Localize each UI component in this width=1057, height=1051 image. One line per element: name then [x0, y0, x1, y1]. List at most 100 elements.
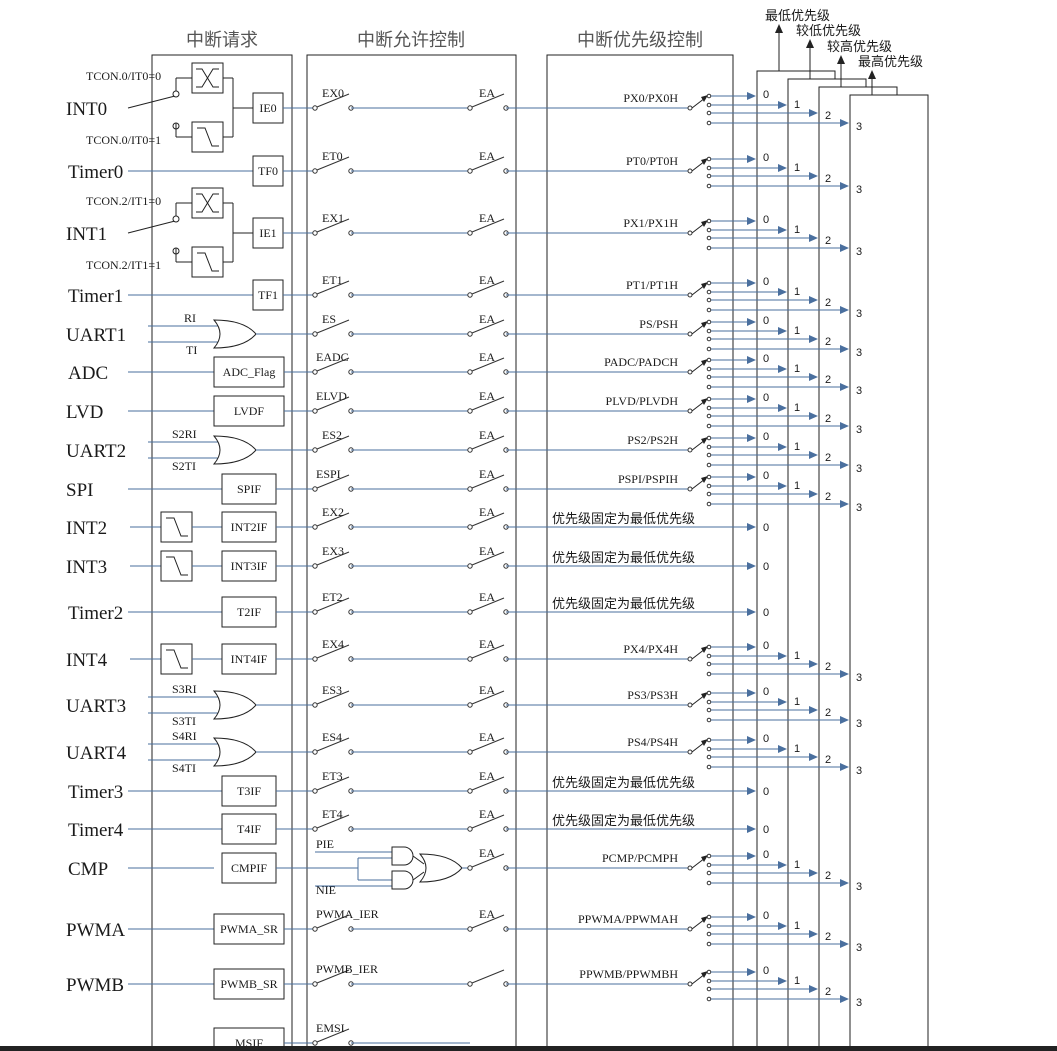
flag-label: PWMB_SR: [220, 977, 277, 991]
arrow-head-icon: [809, 373, 818, 381]
fixed-priority-text: 优先级固定为最低优先级: [552, 597, 695, 612]
priority-level-label: 较低优先级: [796, 24, 861, 39]
arrow-head-icon: [778, 977, 787, 985]
arrow-head-icon: [747, 852, 756, 860]
level-number: 1: [794, 363, 800, 375]
enable-bit-label: EADC: [316, 350, 349, 364]
wire: [127, 95, 176, 109]
source-label: UART2: [66, 441, 126, 462]
source-label: Timer4: [68, 820, 124, 841]
ea-switch-icon: [467, 644, 509, 662]
or-input-label: S2RI: [172, 427, 197, 441]
arrow-head-icon: [840, 716, 849, 724]
enable-switch-icon: [312, 156, 354, 174]
enable-bit-label: ES3: [322, 683, 342, 697]
enable-bit-label: ELVD: [316, 389, 347, 403]
ea-switch-icon: [467, 551, 509, 569]
source-label: SPI: [66, 480, 93, 501]
enable-bit-label: PWMA_IER: [316, 907, 379, 921]
enable-bit-label: ES4: [322, 730, 342, 744]
level-number: 2: [825, 297, 831, 309]
level-number: 2: [825, 707, 831, 719]
flag-box: INT4IF: [221, 643, 277, 675]
arrow-head-icon: [747, 913, 756, 921]
arrow-head-icon: [747, 643, 756, 651]
flag-box: LVDF: [213, 395, 285, 427]
arrow-head-icon: [778, 698, 787, 706]
arrow-head-icon: [809, 490, 818, 498]
level-number: 3: [856, 121, 862, 133]
ea-label: EA: [479, 149, 495, 163]
priority-column-frame: [546, 54, 734, 1051]
arrow-head-icon: [840, 119, 849, 127]
priority-bit-label: PS/PSH: [639, 317, 678, 331]
ea-switch-icon: [467, 737, 509, 755]
arrow-head-icon: [747, 968, 756, 976]
enable-switch-icon: [312, 280, 354, 298]
flag-box: PWMA_SR: [213, 913, 285, 945]
wire: [127, 220, 176, 234]
enable-bit-label: PWMB_IER: [316, 962, 378, 976]
level-number: 3: [856, 463, 862, 475]
arrow-head-icon: [840, 422, 849, 430]
ea-label: EA: [479, 846, 495, 860]
level-number: 0: [763, 353, 769, 365]
level-number: 0: [763, 849, 769, 861]
level-number: 3: [856, 502, 862, 514]
ea-label: EA: [479, 769, 495, 783]
level-number: 0: [763, 276, 769, 288]
arrow-head-icon: [840, 182, 849, 190]
level-number: 0: [763, 607, 769, 619]
falling-edge-icon: [160, 643, 193, 675]
level-number: 0: [763, 786, 769, 798]
flag-label: PWMA_SR: [220, 922, 278, 936]
level-number: 0: [763, 640, 769, 652]
level-number: 2: [825, 754, 831, 766]
priority-bit-label: PPWMB/PPWMBH: [579, 967, 678, 981]
fixed-priority-text: 优先级固定为最低优先级: [552, 512, 695, 527]
ea-switch-icon: [467, 690, 509, 708]
enable-bit-label: ET1: [322, 273, 343, 287]
or-input-label: S3RI: [172, 682, 197, 696]
level-number: 0: [763, 733, 769, 745]
arrow-head-icon: [840, 879, 849, 887]
ea-label: EA: [479, 312, 495, 326]
level-number: 2: [825, 661, 831, 673]
trigger-mode-label: TCON.2/IT1=0: [86, 194, 161, 208]
enable-switch-icon: [312, 474, 354, 492]
arrow-head-icon: [747, 473, 756, 481]
arrow-head-icon: [747, 92, 756, 100]
ea-label: EA: [479, 637, 495, 651]
wire: [412, 871, 425, 881]
source-label: UART3: [66, 696, 126, 717]
arrow-head-icon: [778, 404, 787, 412]
source-label: Timer1: [68, 286, 123, 307]
level-number: 3: [856, 672, 862, 684]
flag-box: PWMB_SR: [213, 968, 285, 1000]
level-number: 1: [794, 441, 800, 453]
flag-box: T4IF: [221, 813, 277, 845]
enable-bit-label: ES2: [322, 428, 342, 442]
enable-bit-label: EMSI: [316, 1021, 345, 1035]
ea-label: EA: [479, 807, 495, 821]
level-number: 3: [856, 347, 862, 359]
arrow-head-icon: [778, 482, 787, 490]
source-label: PWMB: [66, 975, 124, 996]
flag-label: IE1: [259, 226, 276, 240]
arrow-head-icon: [747, 689, 756, 697]
arrow-head-icon: [747, 155, 756, 163]
priority-bit-label: PLVD/PLVDH: [606, 394, 679, 408]
arrow-head-icon: [840, 461, 849, 469]
enable-bit-label: ET4: [322, 807, 343, 821]
ea-switch-icon: [467, 319, 509, 337]
enable-bit-label: EX1: [322, 211, 344, 225]
arrow-head-icon: [840, 670, 849, 678]
or-input-label: S2TI: [172, 459, 196, 473]
